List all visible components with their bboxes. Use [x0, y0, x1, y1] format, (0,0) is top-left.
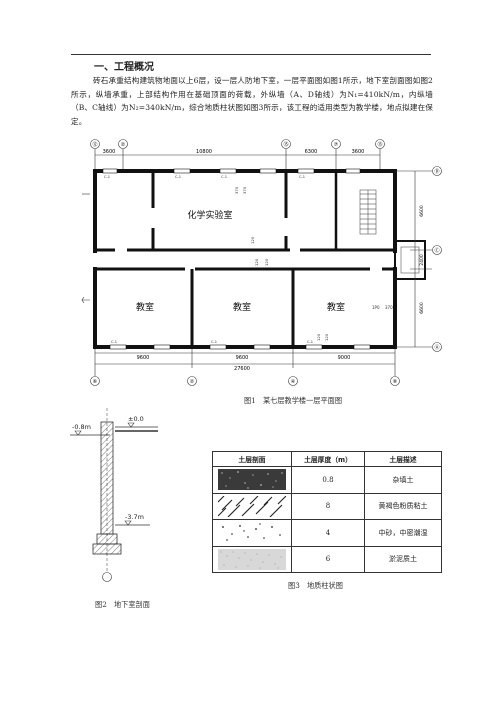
figure3-caption: 图3 地质柱状图 [288, 581, 343, 590]
top-axis-5: ⑬ [377, 141, 382, 148]
soil-swatch-fill [212, 466, 292, 494]
sand-pattern [218, 522, 286, 544]
basement-section-figure: ±0.0 -0.8m -3.7m [70, 408, 158, 582]
window-tag-6: C-1 [211, 340, 217, 344]
level-ground: ±0.0 [128, 415, 144, 423]
room-classroom-2: 教室 [233, 301, 251, 313]
window-tag-1: C-1 [104, 175, 110, 179]
mark-6: 120 [316, 333, 321, 341]
bottom-dim-1: 9600 [137, 355, 150, 361]
right-axis-d: Ⓓ [434, 168, 439, 175]
bottom-axis-4: ⑧ [393, 379, 398, 385]
level-floor: -3.7m [125, 513, 144, 521]
soil-column-table: 土层剖面 土层厚度（m） 土层描述 0.8 杂填土 [212, 451, 442, 573]
soil-thickness: 4 [291, 519, 365, 547]
right-dim-1: 6600 [419, 205, 425, 217]
figure2-caption: 图2 地下室剖面 [95, 600, 150, 609]
soil-desc: 中砂，中密潮湿 [364, 519, 442, 547]
mark-5: 370 [242, 186, 247, 194]
right-tag-2: 370 [385, 305, 393, 310]
top-dim-1: 3600 [103, 149, 116, 155]
table-row: 6 淤泥质土 [212, 545, 442, 573]
col-header-desc: 土层描述 [364, 451, 442, 467]
top-axis-1: ⑫ [92, 141, 97, 148]
window-tag-5: C-1 [111, 340, 117, 344]
soil-thickness: 6 [291, 545, 365, 573]
top-axis-2: ② [121, 142, 126, 148]
clay-pattern [218, 495, 286, 517]
soil-swatch-clay [212, 492, 292, 520]
mark-3: 120 [254, 258, 259, 266]
top-dim-2: 10800 [196, 149, 212, 155]
soil-thickness: 8 [291, 492, 365, 520]
bottom-axis-2: ② [190, 379, 195, 385]
bottom-axis-1: ⑥ [93, 379, 98, 385]
window-tag-7: C-1 [307, 340, 313, 344]
room-chem-lab: 化学实验室 [187, 209, 232, 221]
room-classroom-3: 教室 [327, 301, 345, 313]
top-axis-4: ⑦ [334, 142, 339, 148]
window-tag-2: C-1 [175, 175, 181, 179]
figure1-caption: 图1 某七层教学楼一层平面图 [244, 396, 343, 405]
right-dim-3: 6600 [419, 302, 425, 314]
top-axis-3: ⑮ [283, 141, 288, 148]
soil-swatch-silt [212, 545, 292, 573]
floor-plan-figure: ⑫ ② ⑮ ⑦ ⑬ 3600 10800 6300 3600 [81, 139, 442, 386]
bottom-dim-total: 27600 [234, 366, 250, 372]
level-outdoor: -0.8m [72, 423, 91, 431]
bottom-dim-3: 9000 [338, 355, 351, 361]
silt-pattern [218, 548, 286, 570]
right-tag-1: 1P0 [372, 305, 380, 310]
window-tag-3: C-1 [221, 175, 227, 179]
col-header-thickness: 土层厚度（m） [291, 451, 365, 467]
table-row: 0.8 杂填土 [212, 466, 442, 494]
fill-soil-pattern [218, 469, 286, 491]
soil-desc: 杂填土 [364, 466, 442, 494]
window-tag-4: C-1 [299, 175, 305, 179]
header-rule [71, 54, 431, 55]
mark-2: 120 [250, 236, 255, 244]
table-row: 8 黄褐色粉质粘土 [212, 492, 442, 520]
bottom-axis-3: ④ [291, 379, 296, 385]
mark-7: 120 [324, 333, 329, 341]
top-dim-3: 6300 [305, 149, 318, 155]
top-dim-4: 3600 [352, 149, 365, 155]
right-dim-2: 2400 [419, 254, 425, 266]
table-row: 4 中砂，中密潮湿 [212, 519, 442, 547]
bottom-dim-2: 9600 [236, 355, 249, 361]
mark-4: 120 [264, 258, 269, 266]
overview-paragraph: 砖石承重结构建筑物地面以上6层，设一层人防地下室，一层平面图如图1所示，地下室剖… [71, 76, 433, 126]
col-header-profile: 土层剖面 [212, 451, 292, 467]
mark-1: 370 [234, 186, 239, 194]
soil-desc: 淤泥质土 [364, 545, 442, 573]
soil-swatch-sand [212, 519, 292, 547]
section-title: 一、工程概况 [94, 62, 154, 73]
right-axis-c: Ⓒ [434, 247, 439, 254]
soil-thickness: 0.8 [291, 466, 365, 494]
soil-desc: 黄褐色粉质粘土 [364, 492, 442, 520]
table-header-row: 土层剖面 土层厚度（m） 土层描述 [212, 451, 442, 467]
room-classroom-1: 教室 [136, 301, 154, 313]
right-axis-a: Ⓐ [434, 344, 439, 351]
